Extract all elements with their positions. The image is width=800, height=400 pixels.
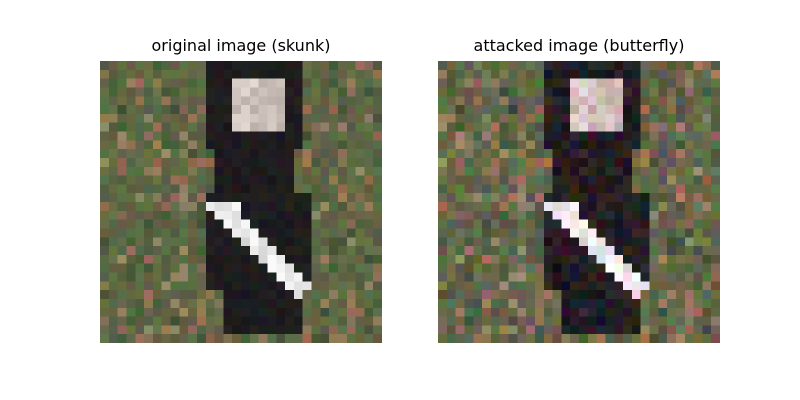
attacked-image-title: attacked image (butterfly) bbox=[473, 36, 685, 55]
attacked-image bbox=[438, 61, 720, 343]
attacked-skunk-image bbox=[438, 61, 720, 343]
original-image-title: original image (skunk) bbox=[151, 36, 331, 55]
original-skunk-image bbox=[100, 61, 382, 343]
original-image bbox=[100, 61, 382, 343]
